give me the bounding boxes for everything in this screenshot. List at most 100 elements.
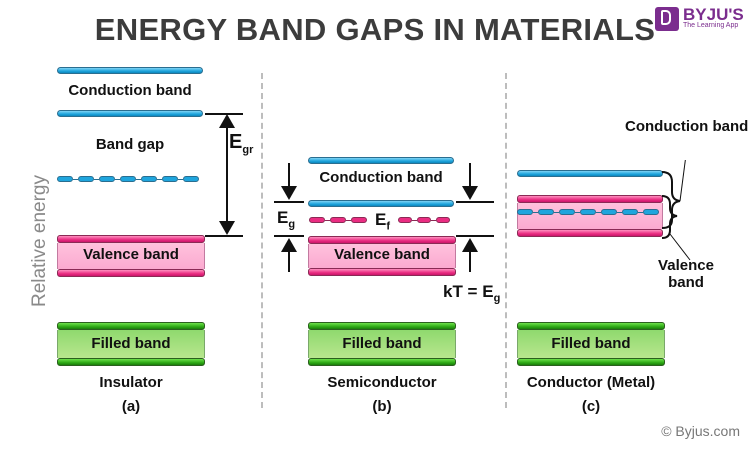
arrow-up-icon — [219, 114, 235, 128]
panel-letter: (b) — [372, 398, 392, 415]
brace-annotations — [661, 160, 691, 261]
eg-bottom-marker-left — [274, 235, 304, 237]
eg-top-marker-right — [456, 201, 494, 203]
filled-band-top-edge — [308, 322, 456, 330]
dash-segment — [436, 217, 450, 223]
dash-connector — [596, 211, 601, 213]
valence-band-bottom-edge — [308, 268, 456, 276]
dash-segment — [78, 176, 94, 182]
band-gap-label: Band gap — [95, 136, 165, 153]
y-axis-label: Relative energy — [29, 174, 50, 308]
fermi-level-dashed-right — [398, 217, 454, 223]
overlap-level-dashed — [517, 209, 663, 215]
filled-band-bottom-edge — [57, 358, 205, 366]
conduction-band-bottom-edge — [308, 200, 454, 207]
valence-band-label: Valence band — [334, 246, 430, 263]
filled-band-bottom-edge — [308, 358, 456, 366]
panel-letter: (a) — [121, 398, 141, 415]
dash-segment — [580, 209, 596, 215]
dash-segment — [162, 176, 178, 182]
material-caption: Semiconductor — [327, 374, 437, 391]
panel-divider-2 — [505, 73, 507, 408]
dash-connector — [431, 219, 436, 221]
dash-segment — [538, 209, 554, 215]
conduction-band-top-edge — [308, 157, 454, 164]
dash-segment — [183, 176, 199, 182]
valence-band-bottom-edge — [517, 229, 663, 237]
arrow-up-shaft-left — [288, 250, 290, 272]
valence-band-fill — [57, 243, 205, 269]
dash-connector — [412, 219, 417, 221]
arrow-down-shaft-left — [288, 163, 290, 189]
dash-connector — [73, 178, 78, 180]
dash-connector — [136, 178, 141, 180]
filled-band-label: Filled band — [551, 335, 631, 352]
dash-connector — [115, 178, 120, 180]
arrow-up-shaft-right — [469, 250, 471, 272]
conduction-leader-line — [679, 160, 686, 202]
dash-connector — [554, 211, 559, 213]
dash-segment — [309, 217, 325, 223]
dash-connector — [533, 211, 538, 213]
dash-connector — [325, 219, 330, 221]
valence-band-label: Valence band — [83, 246, 179, 263]
fermi-level-dashed-left — [309, 217, 369, 223]
conduction-band-label: Conduction band — [319, 169, 443, 186]
dash-segment — [351, 217, 367, 223]
material-caption: Conductor (Metal) — [526, 374, 656, 391]
dash-segment — [517, 209, 533, 215]
logo-name: BYJU'S — [683, 5, 744, 24]
egr-arrow-shaft — [226, 125, 228, 223]
dash-segment — [559, 209, 575, 215]
dash-segment — [601, 209, 617, 215]
eg-top-marker-left — [274, 201, 304, 203]
dash-connector — [617, 211, 622, 213]
fermi-level-symbol: Ef — [375, 210, 391, 233]
conduction-band-annotation: Conduction band — [625, 118, 749, 135]
diagram-title: ENERGY BAND GAPS IN MATERIALS — [94, 12, 656, 47]
valence-band-bottom-edge — [57, 269, 205, 277]
dash-connector — [638, 211, 643, 213]
dash-connector — [157, 178, 162, 180]
arrow-down-shaft-right — [469, 163, 471, 189]
dash-connector — [575, 211, 580, 213]
dash-connector — [346, 219, 351, 221]
egr-symbol: Egr — [229, 131, 254, 156]
filled-band-top-edge — [57, 322, 205, 330]
copyright-notice: © Byjus.com — [661, 423, 740, 439]
arrow-down-icon — [219, 221, 235, 235]
conduction-band-top-edge — [57, 67, 203, 74]
dash-connector — [178, 178, 183, 180]
panel-divider-1 — [261, 73, 263, 408]
filled-band-bottom-edge — [517, 358, 665, 366]
panel-letter: (c) — [581, 398, 601, 415]
valence-band-annotation: Valence band — [658, 257, 714, 291]
valence-leader-line — [669, 233, 691, 261]
eg-bottom-marker-right — [456, 235, 494, 237]
valence-band-fill — [308, 244, 456, 268]
impurity-level-dashed — [57, 176, 203, 182]
filled-band-top-edge — [517, 322, 665, 330]
arrow-down-icon — [281, 186, 297, 200]
arrow-up-icon — [462, 238, 478, 252]
material-caption: Insulator — [99, 374, 163, 391]
filled-band-label: Filled band — [342, 335, 422, 352]
filled-band-label: Filled band — [91, 335, 171, 352]
dash-segment — [120, 176, 136, 182]
kt-equals-eg-relation: kT = Eg — [443, 282, 501, 305]
conduction-band-edge — [517, 170, 663, 177]
byjus-logo: BYJU'S The Learning App — [655, 5, 744, 31]
dash-segment — [398, 217, 412, 223]
dash-segment — [643, 209, 659, 215]
dash-segment — [330, 217, 346, 223]
dash-segment — [99, 176, 115, 182]
valence-band-top-edge — [517, 195, 663, 203]
egr-bottom-marker — [205, 235, 243, 237]
logo-tagline: The Learning App — [683, 22, 739, 29]
dash-segment — [57, 176, 73, 182]
conduction-band-label: Conduction band — [68, 82, 192, 99]
valence-brace — [661, 195, 678, 239]
byjus-logo-icon — [655, 7, 679, 31]
arrow-up-icon — [281, 238, 297, 252]
egr-top-marker — [205, 113, 243, 115]
